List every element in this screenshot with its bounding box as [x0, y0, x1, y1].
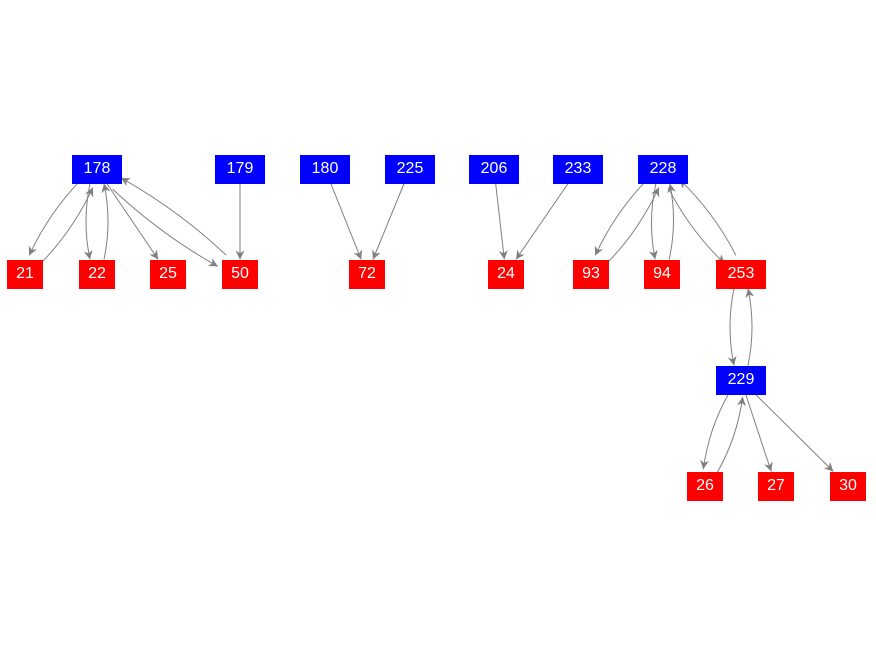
node-94[interactable]: 94 [644, 259, 680, 289]
node-233[interactable]: 233 [553, 154, 603, 184]
edge-178-to-21 [28, 179, 82, 256]
edge-229-to-253 [745, 288, 755, 366]
edge-178-to-25 [106, 183, 159, 260]
edge-21-to-178 [40, 187, 94, 264]
node-228[interactable]: 228 [638, 154, 688, 184]
edge-93-to-228 [606, 187, 660, 264]
edge-178-to-50 [112, 188, 219, 267]
edge-180-to-72 [330, 183, 363, 260]
node-50[interactable]: 50 [222, 259, 258, 289]
node-93[interactable]: 93 [573, 259, 609, 289]
edge-26-to-229 [716, 396, 746, 475]
edge-229-to-30 [755, 394, 834, 472]
edge-178-to-22 [83, 183, 93, 260]
edge-233-to-24 [515, 183, 569, 260]
edge-94-to-228 [667, 183, 677, 260]
node-178[interactable]: 178 [72, 154, 122, 184]
node-72[interactable]: 72 [349, 259, 385, 289]
node-26[interactable]: 26 [687, 471, 723, 501]
node-206[interactable]: 206 [469, 154, 519, 184]
edge-22-to-178 [101, 183, 111, 260]
edge-206-to-24 [495, 183, 508, 260]
node-27[interactable]: 27 [758, 471, 794, 501]
edge-253-to-228 [679, 178, 737, 256]
node-180[interactable]: 180 [300, 154, 350, 184]
node-21[interactable]: 21 [7, 259, 43, 289]
edge-228-to-253 [667, 187, 725, 265]
edge-225-to-72 [372, 183, 405, 260]
edge-50-to-178 [120, 177, 227, 256]
edge-253-to-229 [727, 288, 737, 366]
node-22[interactable]: 22 [79, 259, 115, 289]
node-24[interactable]: 24 [488, 259, 524, 289]
node-25[interactable]: 25 [150, 259, 186, 289]
edge-229-to-26 [700, 391, 730, 470]
edge-229-to-27 [745, 394, 773, 472]
node-229[interactable]: 229 [716, 365, 766, 395]
edge-228-to-93 [594, 179, 648, 256]
node-179[interactable]: 179 [215, 154, 265, 184]
node-30[interactable]: 30 [830, 471, 866, 501]
edge-228-to-94 [648, 183, 658, 260]
node-225[interactable]: 225 [385, 154, 435, 184]
node-253[interactable]: 253 [716, 259, 766, 289]
